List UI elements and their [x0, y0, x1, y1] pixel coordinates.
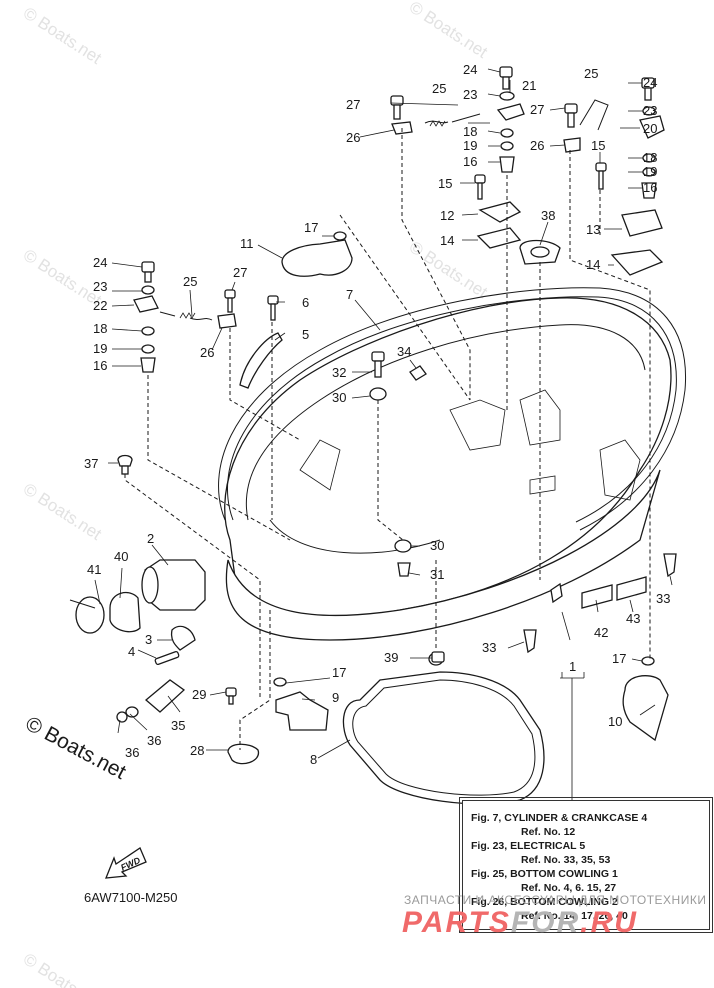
watermark-dark: © Boats.net: [22, 712, 130, 784]
bottom-cowling: [224, 297, 672, 641]
site-caption-overlay: ЗАПЧАСТИ И АКСЕССУАРЫ ДЛЯ МОТОТЕХНИКИ: [404, 893, 707, 907]
watermark: © Boats.net: [406, 0, 491, 62]
ref-numbers: Ref. No. 14, 17, 26, 40: [521, 910, 628, 922]
callout: 33: [656, 591, 670, 606]
callout: 26: [200, 345, 214, 360]
callout: 17: [612, 651, 626, 666]
callout: 43: [626, 611, 640, 626]
callout: 5: [302, 327, 309, 342]
watermark: © Boats.net: [20, 949, 105, 988]
callout: 37: [84, 456, 98, 471]
small-parts: [69, 66, 677, 765]
callout: 35: [171, 718, 185, 733]
callout: 30: [430, 538, 444, 553]
callout: 23: [463, 87, 477, 102]
callout: 11: [240, 236, 254, 251]
ref-fig: Fig. 23, ELECTRICAL 5: [471, 840, 586, 852]
callout: 31: [430, 567, 444, 582]
callout: 24: [643, 75, 657, 90]
callout: 27: [530, 102, 544, 117]
callout: 33: [482, 640, 496, 655]
ref-numbers: Ref. No. 12: [521, 826, 576, 838]
callout: 23: [93, 279, 107, 294]
callout: 10: [608, 714, 622, 729]
callout: 28: [190, 743, 204, 758]
callout: 16: [643, 180, 657, 195]
ref-numbers: Ref. No. 33, 35, 53: [521, 854, 611, 866]
ref-numbers: Ref. No. 4, 6. 15, 27: [521, 882, 617, 894]
watermark: © Boats.net: [20, 3, 105, 68]
callout: 26: [530, 138, 544, 153]
callout: 21: [522, 78, 536, 93]
callout: 3: [145, 632, 152, 647]
callout: 18: [643, 150, 657, 165]
gasket-8: [342, 671, 545, 805]
callout: 24: [463, 62, 477, 77]
callout: 18: [93, 321, 107, 336]
callout: 19: [93, 341, 107, 356]
callout: 36: [125, 745, 139, 760]
callout: 6: [302, 295, 309, 310]
callout: 9: [332, 690, 339, 705]
leader-lines: [94, 68, 673, 800]
callout: 20: [643, 121, 657, 136]
cowling-seal-7: [218, 287, 687, 531]
callout: 26: [346, 130, 360, 145]
callout: 1: [569, 659, 576, 674]
site-logo-overlay: PARTSFOR.RU: [402, 906, 638, 940]
callout: 40: [114, 549, 128, 564]
callout: 14: [440, 233, 454, 248]
callout: 30: [332, 390, 346, 405]
callout: 29: [192, 687, 206, 702]
diagram-code: 6AW7100-M250: [84, 890, 178, 905]
callout: 25: [432, 81, 446, 96]
callout: 22: [93, 298, 107, 313]
logo-part: FOR: [510, 906, 581, 939]
callout: 17: [332, 665, 346, 680]
callout: 14: [586, 257, 600, 272]
watermark: © Boats.net: [20, 479, 105, 544]
callout: 2: [147, 531, 154, 546]
callout: 7: [346, 287, 353, 302]
callout: 15: [591, 138, 605, 153]
callout: 13: [586, 222, 600, 237]
callout: 19: [643, 164, 657, 179]
callout: 18: [463, 124, 477, 139]
callout: 27: [346, 97, 360, 112]
callout: 15: [438, 176, 452, 191]
ref-fig: Fig. 26, BOTTOM COWLING 2: [471, 896, 618, 908]
ref-fig: Fig. 7, CYLINDER & CRANKCASE 4: [471, 812, 648, 824]
logo-part: .RU: [580, 906, 638, 939]
callout: 17: [304, 220, 318, 235]
callout: 16: [463, 154, 477, 169]
callout: 39: [384, 650, 398, 665]
callout: 32: [332, 365, 346, 380]
callout: 41: [87, 562, 101, 577]
callout: 8: [310, 752, 317, 767]
callout: 27: [233, 265, 247, 280]
callout: 4: [128, 644, 135, 659]
logo-part: PARTS: [402, 906, 511, 939]
callout: 19: [463, 138, 477, 153]
assembly-lines: [124, 128, 651, 750]
callout: 38: [541, 208, 555, 223]
ref-fig: Fig. 25, BOTTOM COWLING 1: [471, 868, 618, 880]
callout: 25: [584, 66, 598, 81]
reference-box: Fig. 7, CYLINDER & CRANKCASE 4 Ref. No. …: [459, 797, 713, 933]
callout: 23: [643, 103, 657, 118]
callout: 36: [147, 733, 161, 748]
callout: 25: [183, 274, 197, 289]
callout-labels: 24 23 21 27 25 26 18 19 16 15 12 14 38 2…: [84, 62, 670, 767]
forward-arrow-icon: FWD: [104, 847, 147, 879]
callout: 34: [397, 344, 411, 359]
callout: 12: [440, 208, 454, 223]
callout: 42: [594, 625, 608, 640]
callout: 24: [93, 255, 107, 270]
callout: 16: [93, 358, 107, 373]
